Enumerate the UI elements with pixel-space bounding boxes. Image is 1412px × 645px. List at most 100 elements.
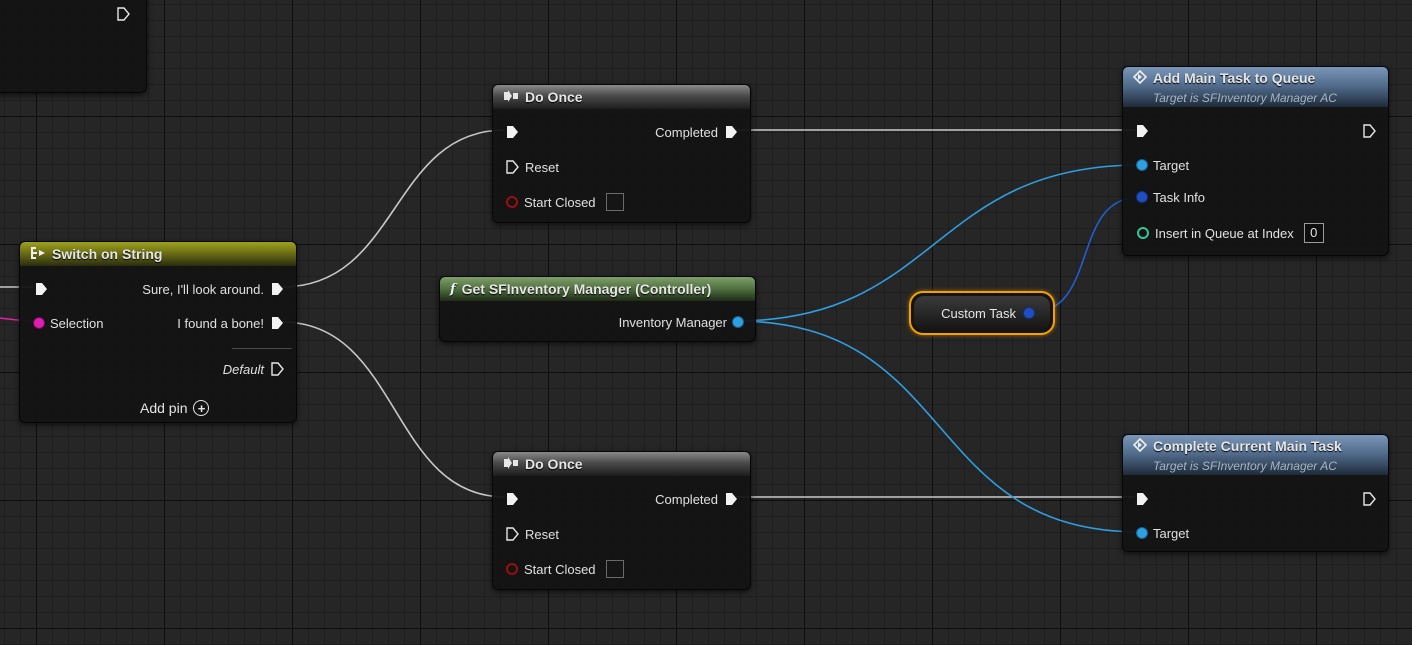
get-inventory-manager-header[interactable]: f Get SFInventory Manager (Controller)	[440, 277, 755, 301]
bool-pin-icon	[506, 563, 518, 575]
switch-header[interactable]: Switch on String	[20, 242, 296, 266]
exec-in-pin-icon	[1137, 493, 1148, 505]
target-label: Target	[1153, 525, 1190, 541]
start-closed-label: Start Closed	[524, 561, 596, 577]
completed-label: Completed	[655, 491, 718, 507]
reset-pin[interactable]: Reset	[505, 525, 565, 543]
option-2-label: I found a bone!	[177, 315, 264, 331]
insert-index-input[interactable]: 0	[1303, 223, 1324, 243]
option-1-label: Sure, I'll look around.	[142, 281, 264, 297]
exec-reset-pin-icon	[506, 160, 519, 174]
object-pin-icon	[733, 317, 743, 327]
add-main-task-node[interactable]: Add Main Task to Queue Target is SFInven…	[1122, 66, 1389, 256]
custom-task-variable-body[interactable]: Custom Task	[914, 296, 1050, 330]
exec-in-pin[interactable]	[505, 490, 519, 508]
exec-out-pin-icon	[1363, 124, 1376, 138]
do-once-node-top[interactable]: Do Once Completed Reset Start Closed	[492, 84, 751, 223]
exec-out-pin-icon	[272, 283, 283, 295]
start-closed-checkbox[interactable]	[605, 560, 624, 578]
do-once-title: Do Once	[525, 89, 583, 105]
default-label: Default	[222, 361, 264, 377]
start-closed-pin[interactable]: Start Closed	[506, 560, 624, 578]
switch-on-string-node[interactable]: Switch on String Selection Sure, I'll lo…	[19, 241, 297, 423]
get-inventory-manager-node[interactable]: f Get SFInventory Manager (Controller) I…	[439, 276, 756, 342]
exec-wire-switch-to-doonce-top	[281, 129, 506, 288]
function-icon: f	[450, 281, 456, 297]
do-once-icon	[503, 456, 519, 473]
function-call-icon	[1132, 437, 1148, 455]
task-info-pin[interactable]: Task Info	[1137, 188, 1211, 206]
target-pin[interactable]: Target	[1137, 524, 1195, 542]
get-inventory-manager-title: Get SFInventory Manager (Controller)	[461, 281, 712, 297]
reset-label: Reset	[525, 526, 559, 542]
inventory-manager-pin[interactable]: Inventory Manager	[613, 313, 743, 331]
reset-pin[interactable]: Reset	[505, 158, 565, 176]
exec-in-pin[interactable]	[1135, 122, 1149, 140]
start-closed-pin[interactable]: Start Closed	[506, 193, 624, 211]
exec-in-pin[interactable]	[505, 123, 519, 141]
object-pin-icon	[1137, 528, 1147, 538]
struct-pin-icon	[1137, 192, 1147, 202]
do-once-icon	[503, 89, 519, 106]
struct-pin-icon[interactable]	[1024, 308, 1034, 318]
add-main-task-header[interactable]: Add Main Task to Queue Target is SFInven…	[1123, 67, 1388, 107]
custom-task-label: Custom Task	[941, 305, 1016, 321]
insert-index-pin[interactable]: Insert in Queue at Index 0	[1137, 223, 1324, 243]
exec-wire-switch-to-doonce-bottom	[281, 321, 506, 498]
object-pin-icon	[1137, 160, 1147, 170]
completed-label: Completed	[655, 124, 718, 140]
object-wire-manager-to-completetask-target	[734, 320, 1141, 533]
pin-divider	[232, 348, 292, 349]
exec-in-pin-icon	[1137, 125, 1148, 137]
add-pin-button[interactable]: Add pin +	[140, 400, 210, 416]
partial-node-top-left[interactable]	[0, 0, 147, 93]
target-label: Target	[1153, 157, 1190, 173]
complete-main-task-header[interactable]: Complete Current Main Task Target is SFI…	[1123, 435, 1388, 475]
exec-out-pin[interactable]	[1362, 122, 1376, 140]
do-once-node-bottom[interactable]: Do Once Completed Reset Start Closed	[492, 451, 751, 590]
integer-pin-icon	[1137, 227, 1149, 239]
inventory-manager-label: Inventory Manager	[618, 314, 727, 330]
exec-out-pin-icon	[726, 493, 737, 505]
string-pin-icon	[34, 318, 44, 328]
switch-title: Switch on String	[52, 246, 163, 262]
option-2-pin[interactable]: I found a bone!	[171, 314, 284, 332]
plus-circle-icon: +	[193, 400, 210, 416]
add-pin-label: Add pin	[140, 400, 188, 416]
exec-out-pin-icon	[1363, 492, 1376, 506]
exec-out-pin-icon	[272, 317, 283, 329]
exec-in-pin-icon	[36, 283, 47, 295]
target-pin[interactable]: Target	[1137, 156, 1195, 174]
default-pin[interactable]: Default	[217, 360, 284, 378]
do-once-header[interactable]: Do Once	[493, 452, 750, 476]
completed-pin[interactable]: Completed	[649, 123, 738, 141]
task-info-label: Task Info	[1153, 189, 1206, 205]
complete-main-task-title: Complete Current Main Task	[1153, 438, 1342, 454]
exec-out-pin-icon	[726, 126, 737, 138]
switch-icon	[30, 246, 46, 263]
start-closed-checkbox[interactable]	[605, 193, 624, 211]
complete-main-task-node[interactable]: Complete Current Main Task Target is SFI…	[1122, 434, 1389, 552]
exec-out-pin-icon[interactable]	[116, 7, 130, 21]
selection-pin[interactable]: Selection	[34, 314, 109, 332]
add-main-task-subtitle: Target is SFInventory Manager AC	[1153, 91, 1337, 105]
reset-label: Reset	[525, 159, 559, 175]
exec-in-pin[interactable]	[1135, 490, 1149, 508]
exec-out-pin-icon	[271, 362, 284, 376]
custom-task-variable-node[interactable]: Custom Task	[909, 291, 1055, 335]
function-call-icon	[1132, 69, 1148, 87]
exec-reset-pin-icon	[506, 527, 519, 541]
selection-label: Selection	[50, 315, 104, 331]
insert-index-label: Insert in Queue at Index	[1155, 225, 1294, 241]
do-once-header[interactable]: Do Once	[493, 85, 750, 109]
completed-pin[interactable]: Completed	[649, 490, 738, 508]
start-closed-label: Start Closed	[524, 194, 596, 210]
option-1-pin[interactable]: Sure, I'll look around.	[136, 280, 284, 298]
complete-main-task-subtitle: Target is SFInventory Manager AC	[1153, 459, 1337, 473]
do-once-title: Do Once	[525, 456, 583, 472]
exec-in-pin-icon	[507, 493, 518, 505]
exec-in-pin[interactable]	[34, 280, 48, 298]
exec-in-pin-icon	[507, 126, 518, 138]
bool-pin-icon	[506, 196, 518, 208]
exec-out-pin[interactable]	[1362, 490, 1376, 508]
